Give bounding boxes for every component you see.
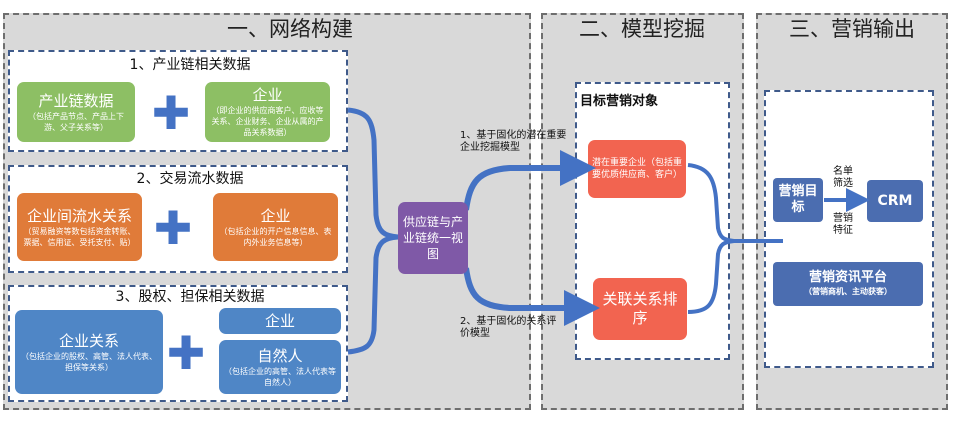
enterprise-box-2: 企业 （包括企业的开户信息信息、表内外业务信息等） (213, 193, 338, 261)
inter-enterprise-flow-desc: （贸易融资等数包括资金转账、票据、信用证、受托支付、贴） (23, 226, 136, 247)
enterprise-desc-1: （即企业的供应商客户、应收等关系、企业财务、企业从属的产品关系数据） (211, 106, 324, 137)
relation-ranking-box: 关联关系排序 (593, 278, 687, 340)
relation-ranking-label: 关联关系排序 (602, 290, 678, 327)
plus-icon: ✚ (151, 86, 191, 140)
crm-label: CRM (877, 193, 913, 209)
marketing-goal-box: 营销目标 (773, 178, 823, 222)
marketing-platform-box: 营销资讯平台 （营销商机、主动获客） (773, 262, 923, 306)
arrow-top-label: 1、基于固化的潜在重要企业挖掘模型 (460, 130, 567, 153)
marketing-goal-label: 营销目标 (778, 184, 818, 215)
marketing-feature-label: 营销特征 (833, 213, 853, 236)
enterprise-label-2: 企业 (260, 206, 291, 225)
group2-title: 2、交易流水数据 (136, 171, 244, 187)
group3-title: 3、股权、担保相关数据 (115, 289, 265, 305)
crm-box: CRM (867, 180, 923, 222)
arrow-to-relation-ranking (463, 267, 600, 326)
bracket-to-output (687, 163, 735, 314)
arrow-to-potential-enterprise (463, 150, 596, 211)
arrow-bottom-label: 2、基于固化的关系评价模型 (460, 316, 557, 339)
enterprise-box-1: 企业 （即企业的供应商客户、应收等关系、企业财务、企业从属的产品关系数据） (205, 82, 330, 142)
natural-person-desc: （包括企业的高管、法人代表等自然人） (224, 366, 336, 387)
natural-person-label: 自然人 (257, 346, 303, 365)
plus-icon: ✚ (166, 326, 206, 380)
industry-chain-data-label: 产业链数据 (38, 91, 114, 110)
potential-enterprise-label: 潜在重要企业（包括重要优质供应商、客户） (592, 158, 683, 180)
enterprise-relation-box: 企业关系 （包括企业的股权、高管、法人代表、担保等关系） (15, 310, 163, 394)
enterprise-box-3: 企业 (219, 308, 341, 334)
enterprise-label-3: 企业 (264, 311, 295, 330)
plus-icon: ✚ (153, 201, 193, 255)
marketing-output-box (764, 90, 934, 368)
enterprise-label-1: 企业 (252, 86, 283, 104)
inter-enterprise-flow-label: 企业间流水关系 (26, 206, 132, 225)
section1-title: 一、网络构建 (227, 17, 353, 41)
unified-view-label: 供应链与产业链统一视图 (402, 215, 463, 261)
potential-enterprise-box: 潜在重要企业（包括重要优质供应商、客户） (588, 140, 686, 198)
section2-title: 二、模型挖掘 (579, 17, 705, 41)
industry-chain-data-box: 产业链数据 （包括产品节点、产品上下游、父子关系等） (17, 82, 135, 142)
industry-chain-data-desc: （包括产品节点、产品上下游、父子关系等） (28, 111, 124, 132)
list-filter-label: 名单筛选 (833, 166, 853, 189)
group1-title: 1、产业链相关数据 (129, 57, 251, 73)
target-marketing-title: 目标营销对象 (580, 94, 659, 109)
unified-view-box: 供应链与产业链统一视图 (398, 202, 468, 274)
section3-title: 三、营销输出 (789, 17, 915, 41)
enterprise-relation-desc: （包括企业的股权、高管、法人代表、担保等关系） (21, 351, 157, 372)
marketing-platform-desc: （营销商机、主动获客） (804, 287, 892, 296)
inter-enterprise-flow-box: 企业间流水关系 （贸易融资等数包括资金转账、票据、信用证、受托支付、贴） (17, 193, 142, 261)
bracket-connector (347, 107, 399, 355)
enterprise-relation-label: 企业关系 (58, 331, 119, 350)
marketing-platform-title: 营销资讯平台 (808, 270, 887, 285)
natural-person-box: 自然人 （包括企业的高管、法人代表等自然人） (219, 340, 341, 394)
enterprise-desc-2: （包括企业的开户信息信息、表内外业务信息等） (219, 226, 332, 247)
